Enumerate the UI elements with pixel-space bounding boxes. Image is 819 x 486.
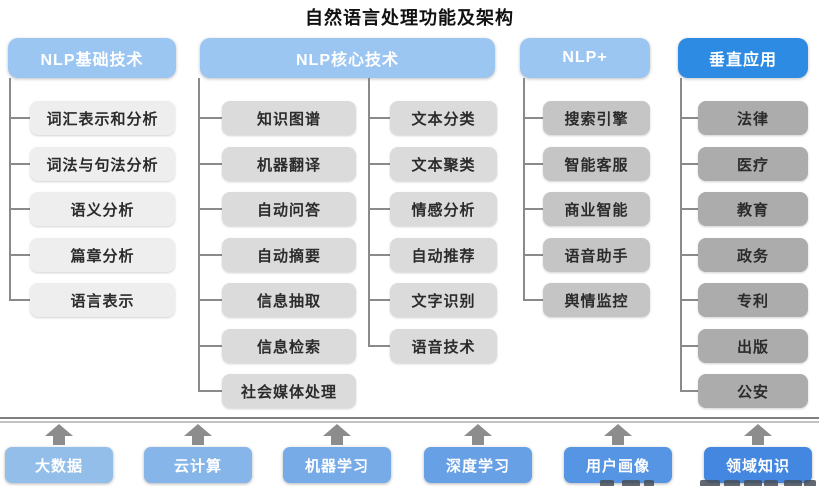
connector-line [680, 117, 698, 119]
tech-item: 医疗 [698, 147, 808, 181]
connector-line [368, 208, 390, 210]
connector-line [9, 254, 30, 256]
header-nlp-core-tech: NLP核心技术 [200, 38, 495, 78]
connector-line [198, 345, 222, 347]
page-title: 自然语言处理功能及架构 [305, 8, 514, 28]
connector-line [9, 78, 11, 300]
connector-line [523, 208, 543, 210]
connector-line [523, 163, 543, 165]
tech-item: 信息检索 [222, 329, 356, 363]
foundation-item: 用户画像 [564, 447, 672, 483]
connector-line [368, 345, 390, 347]
tech-item: 知识图谱 [222, 101, 356, 135]
tech-item: 语音助手 [543, 238, 650, 272]
watermark-fragment [764, 480, 778, 486]
tech-item: 文本聚类 [390, 147, 497, 181]
tech-item: 搜索引擎 [543, 101, 650, 135]
tech-item: 语音技术 [390, 329, 497, 363]
connector-line [9, 208, 30, 210]
connector-line [368, 254, 390, 256]
up-arrow-icon [472, 436, 484, 445]
foundation-item: 机器学习 [283, 447, 391, 483]
connector-line [523, 117, 543, 119]
tech-item: 语义分析 [30, 192, 175, 226]
up-arrow-icon [612, 436, 624, 445]
connector-line [680, 390, 698, 392]
up-arrow-icon [323, 424, 351, 436]
watermark-fragment [804, 480, 816, 486]
tech-item: 专利 [698, 283, 808, 317]
connector-line [198, 390, 222, 392]
up-arrow-icon [331, 436, 343, 445]
up-arrow-icon [184, 424, 212, 436]
tech-item: 政务 [698, 238, 808, 272]
up-arrow-icon [604, 424, 632, 436]
connector-line [680, 299, 698, 301]
connector-line [9, 299, 30, 301]
tech-item: 文字识别 [390, 283, 497, 317]
header-nlp-plus: NLP+ [520, 38, 650, 78]
connector-line [680, 78, 682, 391]
foundation-item: 大数据 [5, 447, 113, 483]
watermark-fragment [600, 480, 614, 486]
watermark-fragment [622, 480, 640, 486]
watermark-fragment [644, 480, 654, 486]
connector-line [680, 345, 698, 347]
up-arrow-icon [744, 424, 772, 436]
tech-item: 语言表示 [30, 283, 175, 317]
connector-line [198, 117, 222, 119]
connector-line [680, 208, 698, 210]
connector-line [368, 163, 390, 165]
connector-line [368, 78, 370, 346]
tech-item: 自动问答 [222, 192, 356, 226]
connector-line [198, 299, 222, 301]
watermark-fragment [700, 480, 720, 486]
tech-item: 舆情监控 [543, 283, 650, 317]
up-arrow-icon [192, 436, 204, 445]
connector-line [523, 254, 543, 256]
up-arrow-icon [45, 424, 73, 436]
tech-item: 篇章分析 [30, 238, 175, 272]
connector-line [9, 163, 30, 165]
tech-item: 教育 [698, 192, 808, 226]
up-arrow-icon [464, 424, 492, 436]
connector-line [198, 163, 222, 165]
tech-item: 情感分析 [390, 192, 497, 226]
connector-line [198, 78, 200, 391]
tech-item: 词法与句法分析 [30, 147, 175, 181]
connector-line [9, 117, 30, 119]
watermark-fragment [724, 480, 740, 486]
connector-line [368, 299, 390, 301]
tech-item: 法律 [698, 101, 808, 135]
foundation-item: 领域知识 [704, 447, 812, 483]
connector-line [198, 254, 222, 256]
connector-line [523, 299, 543, 301]
tech-item: 文本分类 [390, 101, 497, 135]
header-nlp-basic-tech: NLP基础技术 [8, 38, 176, 78]
foundation-item: 深度学习 [424, 447, 532, 483]
tech-item: 词汇表示和分析 [30, 101, 175, 135]
tech-item: 自动推荐 [390, 238, 497, 272]
tech-item: 社会媒体处理 [222, 374, 356, 408]
connector-line [198, 208, 222, 210]
connector-line [523, 78, 525, 300]
header-vertical-apps: 垂直应用 [678, 38, 808, 78]
tech-item: 机器翻译 [222, 147, 356, 181]
tech-item: 智能客服 [543, 147, 650, 181]
watermark-fragment [784, 480, 802, 486]
up-arrow-icon [752, 436, 764, 445]
up-arrow-icon [53, 436, 65, 445]
tech-item: 自动摘要 [222, 238, 356, 272]
foundation-item: 云计算 [144, 447, 252, 483]
watermark-fragment [744, 480, 762, 486]
connector-line [680, 254, 698, 256]
divider-line-light [0, 421, 819, 423]
connector-line [680, 163, 698, 165]
tech-item: 商业智能 [543, 192, 650, 226]
tech-item: 出版 [698, 329, 808, 363]
divider-line-dark [0, 417, 819, 419]
connector-line [368, 117, 390, 119]
tech-item: 公安 [698, 374, 808, 408]
tech-item: 信息抽取 [222, 283, 356, 317]
